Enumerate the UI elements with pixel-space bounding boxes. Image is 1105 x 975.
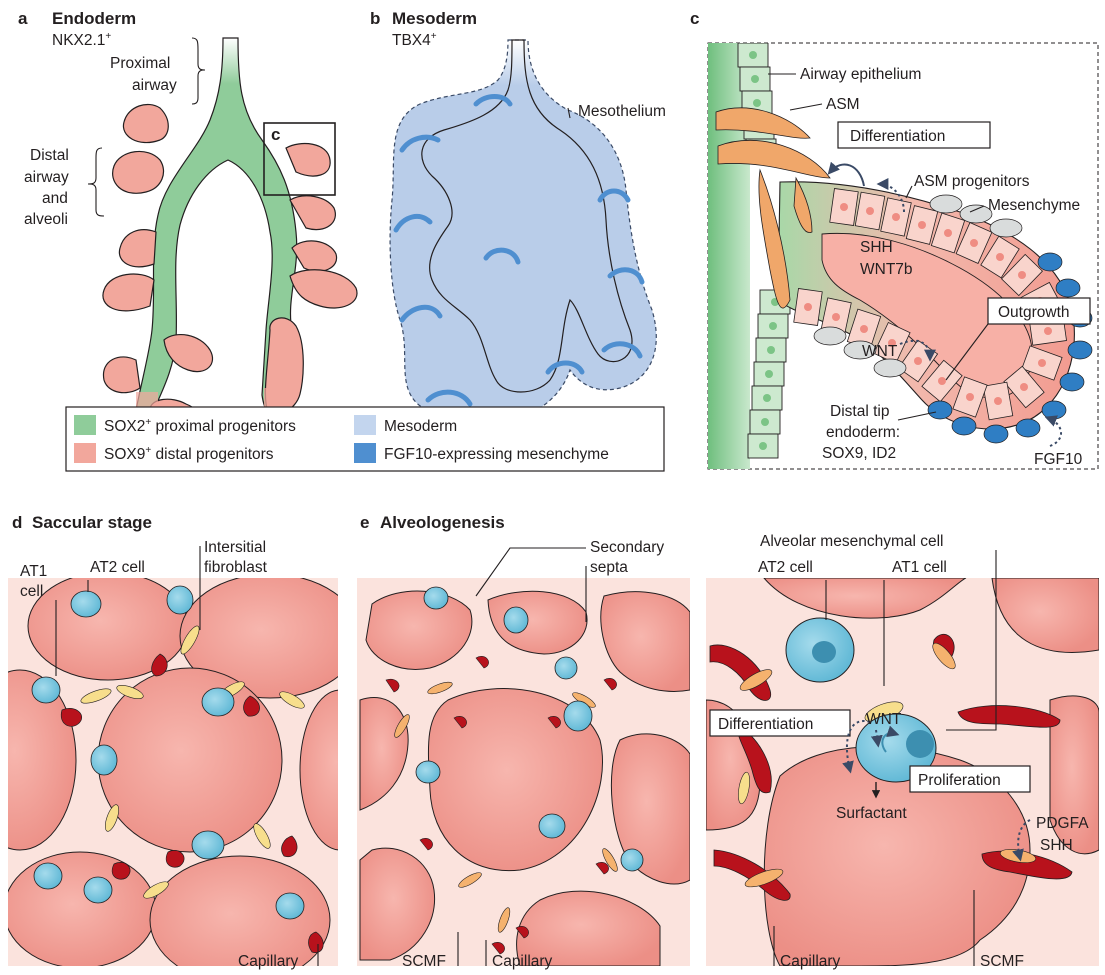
label-differentiation-zoom: Differentiation — [718, 716, 813, 733]
label-pdgfa: PDGFA — [1036, 815, 1089, 832]
label-airway-epithelium: Airway epithelium — [800, 66, 921, 83]
label-distal-tip-3: SOX9, ID2 — [822, 445, 896, 462]
label-capillary-zoom: Capillary — [780, 953, 841, 970]
proximal-label-1: Proximal — [110, 55, 170, 72]
label-outgrowth: Outgrowth — [998, 304, 1070, 321]
panel-d: d Saccular stage — [0, 513, 380, 975]
distal-label-2: airway — [24, 169, 69, 186]
label-shh: SHH — [860, 239, 893, 256]
label-scmf-e: SCMF — [402, 953, 446, 970]
label-proliferation: Proliferation — [918, 772, 1001, 789]
distal-brace — [88, 148, 104, 216]
label-at2-zoom: AT2 cell — [758, 559, 813, 576]
panel-b-letter: b — [370, 9, 380, 28]
at2-nucleus-large — [812, 641, 836, 663]
label-scmf-zoom: SCMF — [980, 953, 1024, 970]
label-at1-1-d: AT1 — [20, 563, 47, 580]
panel-e-zoom: Alveolar mesenchymal cell AT2 cell AT1 c… — [706, 533, 1099, 970]
panel-b-marker: TBX4+ — [392, 31, 437, 49]
mesoderm-outline — [390, 40, 656, 420]
label-distal-tip-1: Distal tip — [830, 403, 889, 420]
panel-e: e Alveologenesis — [357, 513, 690, 970]
panel-a-marker: NKX2.1+ — [52, 31, 111, 49]
label-shh-zoom: SHH — [1040, 837, 1073, 854]
label-fgf10-c: FGF10 — [1034, 451, 1083, 468]
legend-swatch-mesoderm — [354, 415, 376, 435]
legend-label-mesoderm: Mesoderm — [384, 418, 457, 435]
label-at1-zoom: AT1 cell — [892, 559, 947, 576]
legend-swatch-fgf10 — [354, 443, 376, 463]
inset-c-letter: c — [271, 125, 280, 144]
panel-d-letter: d — [12, 513, 22, 532]
label-differentiation-c: Differentiation — [850, 128, 945, 145]
legend-swatch-sox2 — [74, 415, 96, 435]
legend-label-sox9: SOX9+ distal progenitors — [104, 445, 274, 463]
label-asm: ASM — [826, 96, 860, 113]
distal-label-3: and — [42, 190, 68, 207]
label-capillary-d: Capillary — [238, 953, 299, 970]
label-secondary-2: septa — [590, 559, 628, 576]
proximal-label-2: airway — [132, 77, 177, 94]
label-surfactant: Surfactant — [836, 805, 907, 822]
label-asm-progenitors: ASM progenitors — [914, 173, 1030, 190]
label-mesenchyme: Mesenchyme — [988, 197, 1080, 214]
proximal-brace — [192, 38, 205, 104]
legend: SOX2+ proximal progenitors SOX9+ distal … — [66, 407, 664, 471]
label-wnt-c: WNT — [862, 343, 898, 360]
label-wnt-zoom: WNT — [866, 711, 902, 728]
panel-b-title: Mesoderm — [392, 9, 477, 28]
distal-label-1: Distal — [30, 147, 69, 164]
label-at2-d: AT2 cell — [90, 559, 145, 576]
panel-a: a Endoderm NKX2.1+ c Proximal air — [18, 9, 357, 447]
label-capillary-e: Capillary — [492, 953, 553, 970]
panel-b: b Mesoderm TBX4+ Mesothelium — [370, 9, 666, 420]
label-fibro-2: fibroblast — [204, 559, 268, 576]
panel-c: c — [690, 9, 1098, 469]
at2-nucleus-dividing — [906, 730, 934, 758]
panel-d-title: Saccular stage — [32, 513, 152, 532]
legend-label-fgf10: FGF10-expressing mesenchyme — [384, 446, 609, 463]
panel-c-letter: c — [690, 9, 699, 28]
panel-e-title: Alveologenesis — [380, 513, 505, 532]
legend-label-sox2: SOX2+ proximal progenitors — [104, 417, 296, 435]
label-wnt7b: WNT7b — [860, 261, 913, 278]
label-secondary-1: Secondary — [590, 539, 664, 556]
label-distal-tip-2: endoderm: — [826, 424, 900, 441]
panel-a-title: Endoderm — [52, 9, 136, 28]
mesothelium-label: Mesothelium — [578, 103, 666, 120]
label-fibro-1: Intersitial — [204, 539, 266, 556]
panel-e-letter: e — [360, 513, 369, 532]
panel-a-letter: a — [18, 9, 28, 28]
distal-label-4: alveoli — [24, 211, 68, 228]
label-alveolar-mesenchymal: Alveolar mesenchymal cell — [760, 533, 944, 550]
label-at1-2-d: cell — [20, 583, 43, 600]
legend-swatch-sox9 — [74, 443, 96, 463]
